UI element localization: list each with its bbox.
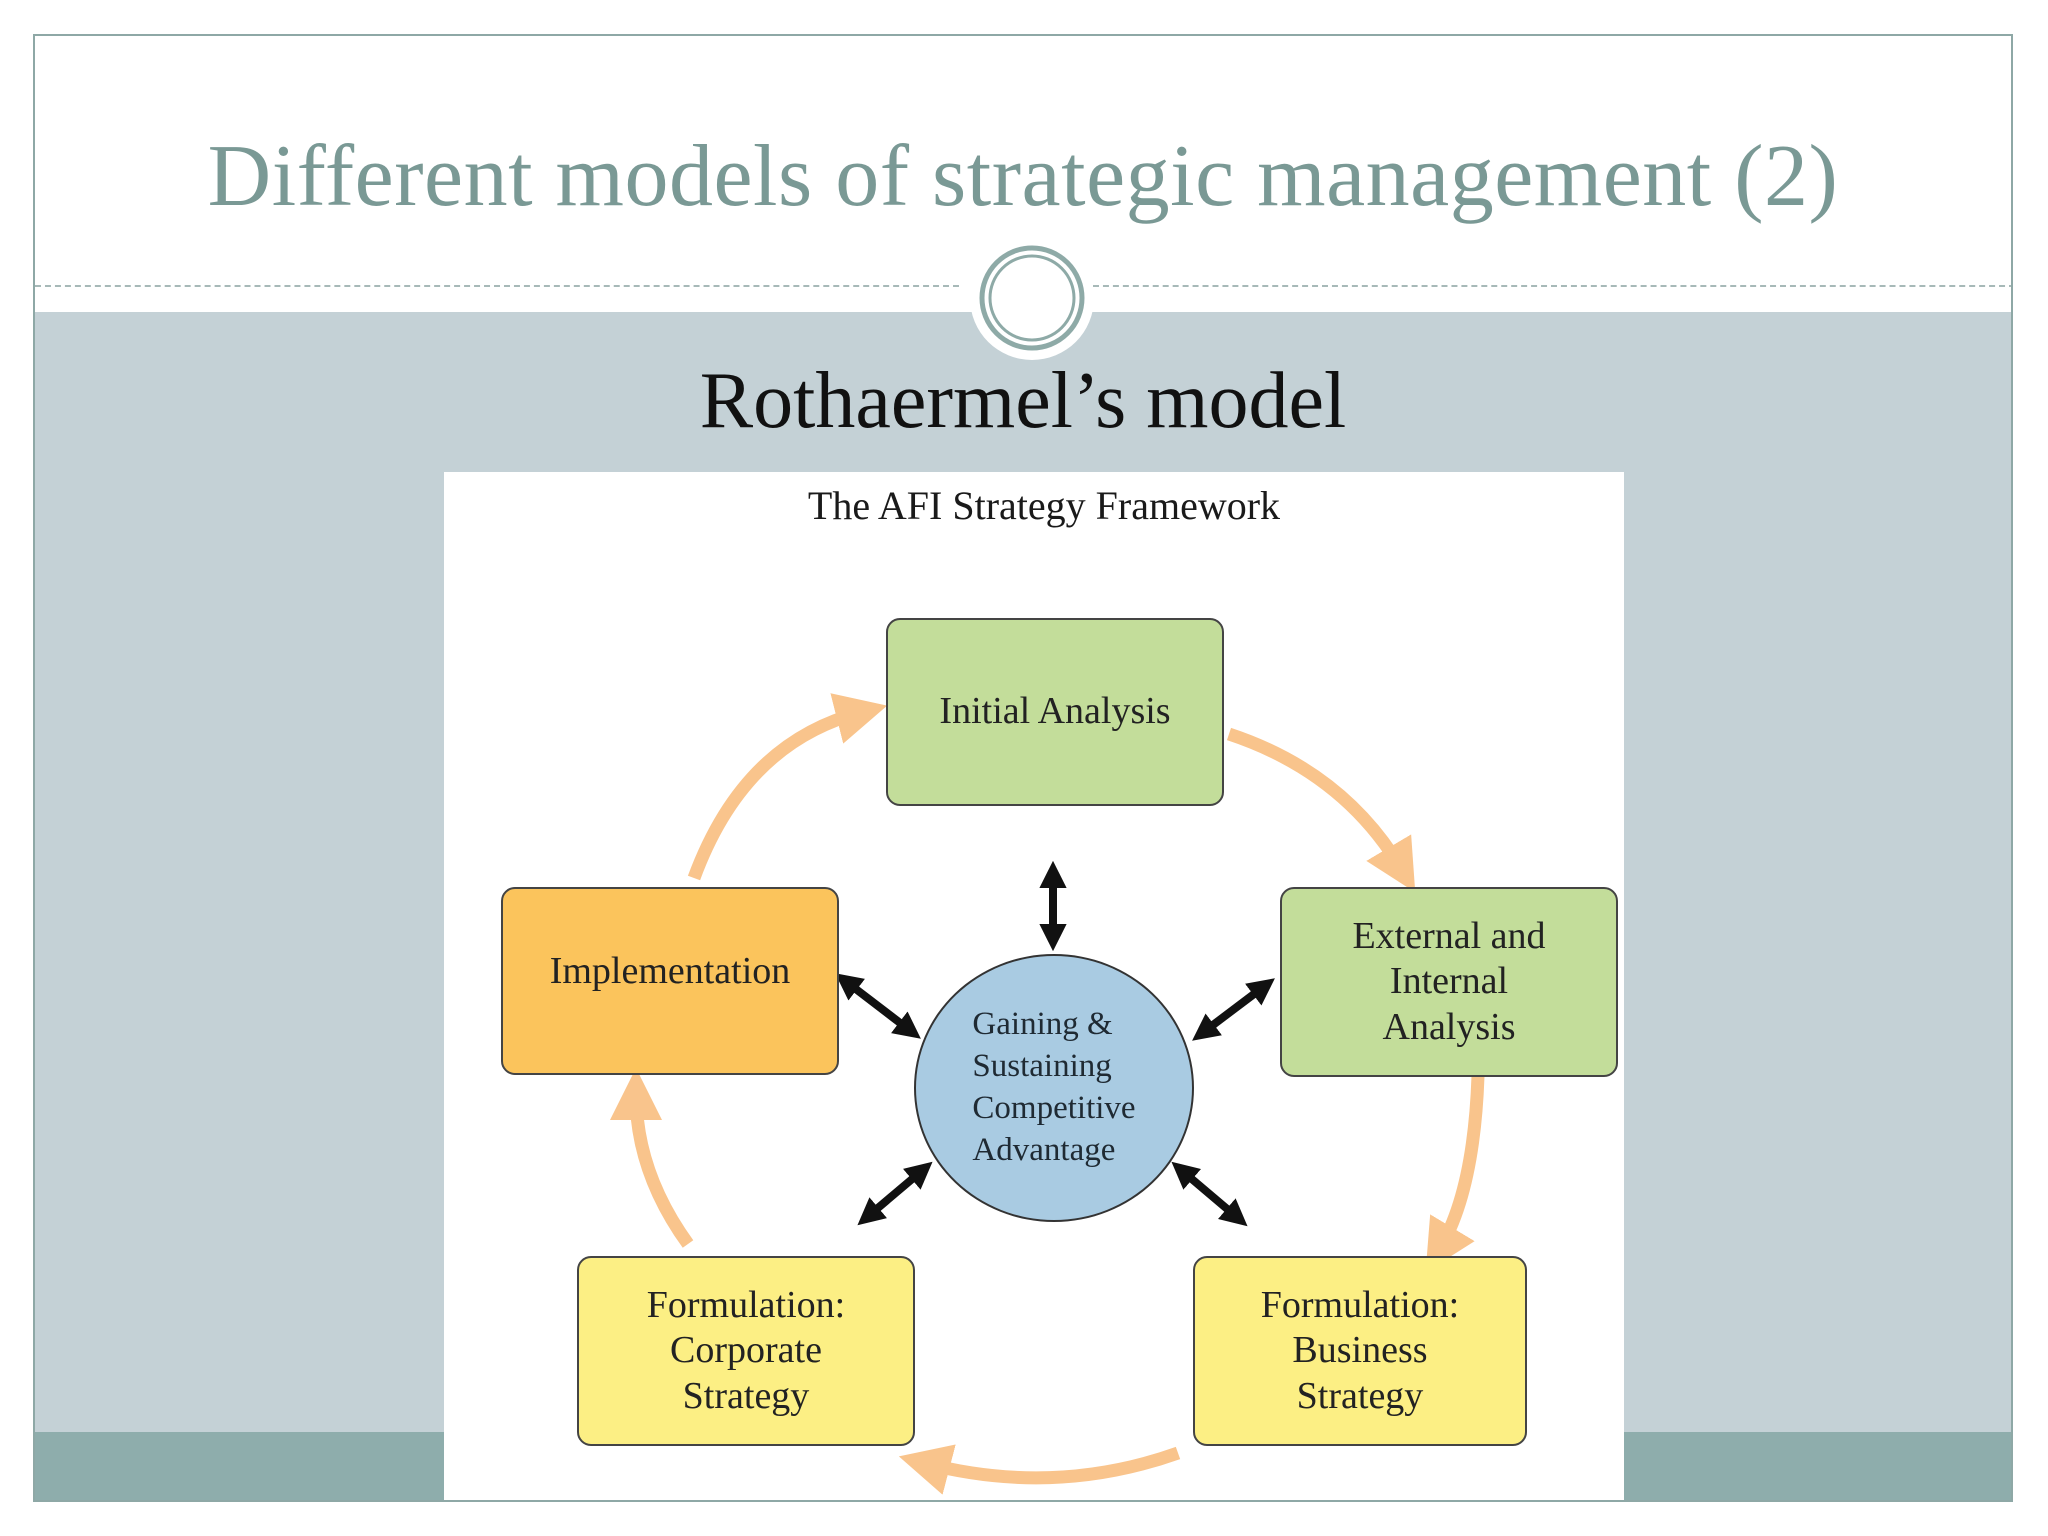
node-formulation-business-label: Formulation: Business Strategy bbox=[1260, 1283, 1460, 1417]
node-formulation-business: Formulation: Business Strategy bbox=[1193, 1256, 1527, 1446]
cycle-arrow-external-to-business bbox=[1425, 1075, 1485, 1273]
link-arrow-corporate bbox=[857, 1161, 933, 1226]
cycle-arrow-corporate-to-implementation bbox=[610, 1068, 694, 1248]
node-initial-analysis-label: Initial Analysis bbox=[939, 690, 1171, 733]
link-arrow-external bbox=[1192, 978, 1275, 1041]
circle-ornament bbox=[970, 236, 1094, 360]
model-subtitle: Rothaermel’s model bbox=[699, 357, 1347, 445]
afi-framework-diagram: The AFI Strategy Framework Initial Analy… bbox=[444, 472, 1624, 1500]
node-external-internal-analysis: External and Internal Analysis bbox=[1280, 887, 1618, 1077]
node-implementation: Implementation bbox=[501, 887, 839, 1075]
node-initial-analysis: Initial Analysis bbox=[886, 618, 1224, 806]
cycle-arrow-initial-to-external bbox=[1226, 727, 1416, 893]
node-competitive-advantage-label: Gaining & Sustaining Competitive Advanta… bbox=[972, 1006, 1136, 1168]
slide: Different models of strategic management… bbox=[33, 34, 2013, 1502]
node-formulation-corporate: Formulation: Corporate Strategy bbox=[577, 1256, 915, 1446]
title-divider-left bbox=[35, 285, 959, 287]
node-external-internal-label: External and Internal Analysis bbox=[1352, 914, 1546, 1048]
cycle-arrow-implementation-to-initial bbox=[687, 693, 888, 881]
link-arrow-implementation bbox=[835, 973, 921, 1039]
framework-title: The AFI Strategy Framework bbox=[807, 483, 1281, 528]
cycle-arrow-business-to-corporate bbox=[898, 1444, 1181, 1495]
slide-title: Different models of strategic management… bbox=[207, 128, 1839, 225]
node-competitive-advantage: Gaining & Sustaining Competitive Advanta… bbox=[914, 954, 1194, 1222]
diagram-arrows bbox=[610, 693, 1485, 1495]
node-implementation-label: Implementation bbox=[549, 950, 791, 992]
link-arrow-business bbox=[1171, 1161, 1248, 1227]
title-divider-right bbox=[1093, 285, 2011, 287]
node-formulation-corporate-label: Formulation: Corporate Strategy bbox=[646, 1283, 846, 1417]
